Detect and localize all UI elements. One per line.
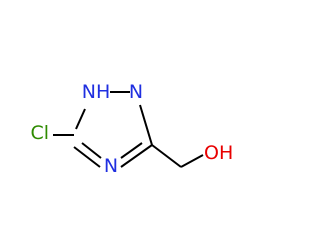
bond-c3-n4-outer	[120, 144, 153, 168]
atom-label-n-bottom: N	[104, 155, 118, 177]
molecule-structure: Cl NH N N OH	[30, 81, 233, 177]
molecule-diagram: Cl NH N N OH	[30, 81, 234, 177]
bond-c5-n1	[75, 108, 86, 130]
atom-label-nh: NH	[82, 81, 111, 103]
bond-n4-c5-inner	[81, 142, 102, 159]
bond-c3-n4-inner	[120, 142, 143, 159]
bond-c3-ch2	[151, 144, 182, 168]
bond-n4-c5-outer	[73, 146, 101, 168]
atom-label-n-right: N	[129, 81, 143, 103]
atom-label-oh: OH	[204, 142, 233, 164]
atom-label-cl: Cl	[30, 122, 49, 144]
bond-ch2-o	[180, 154, 204, 168]
bond-n2-c3	[139, 104, 153, 146]
